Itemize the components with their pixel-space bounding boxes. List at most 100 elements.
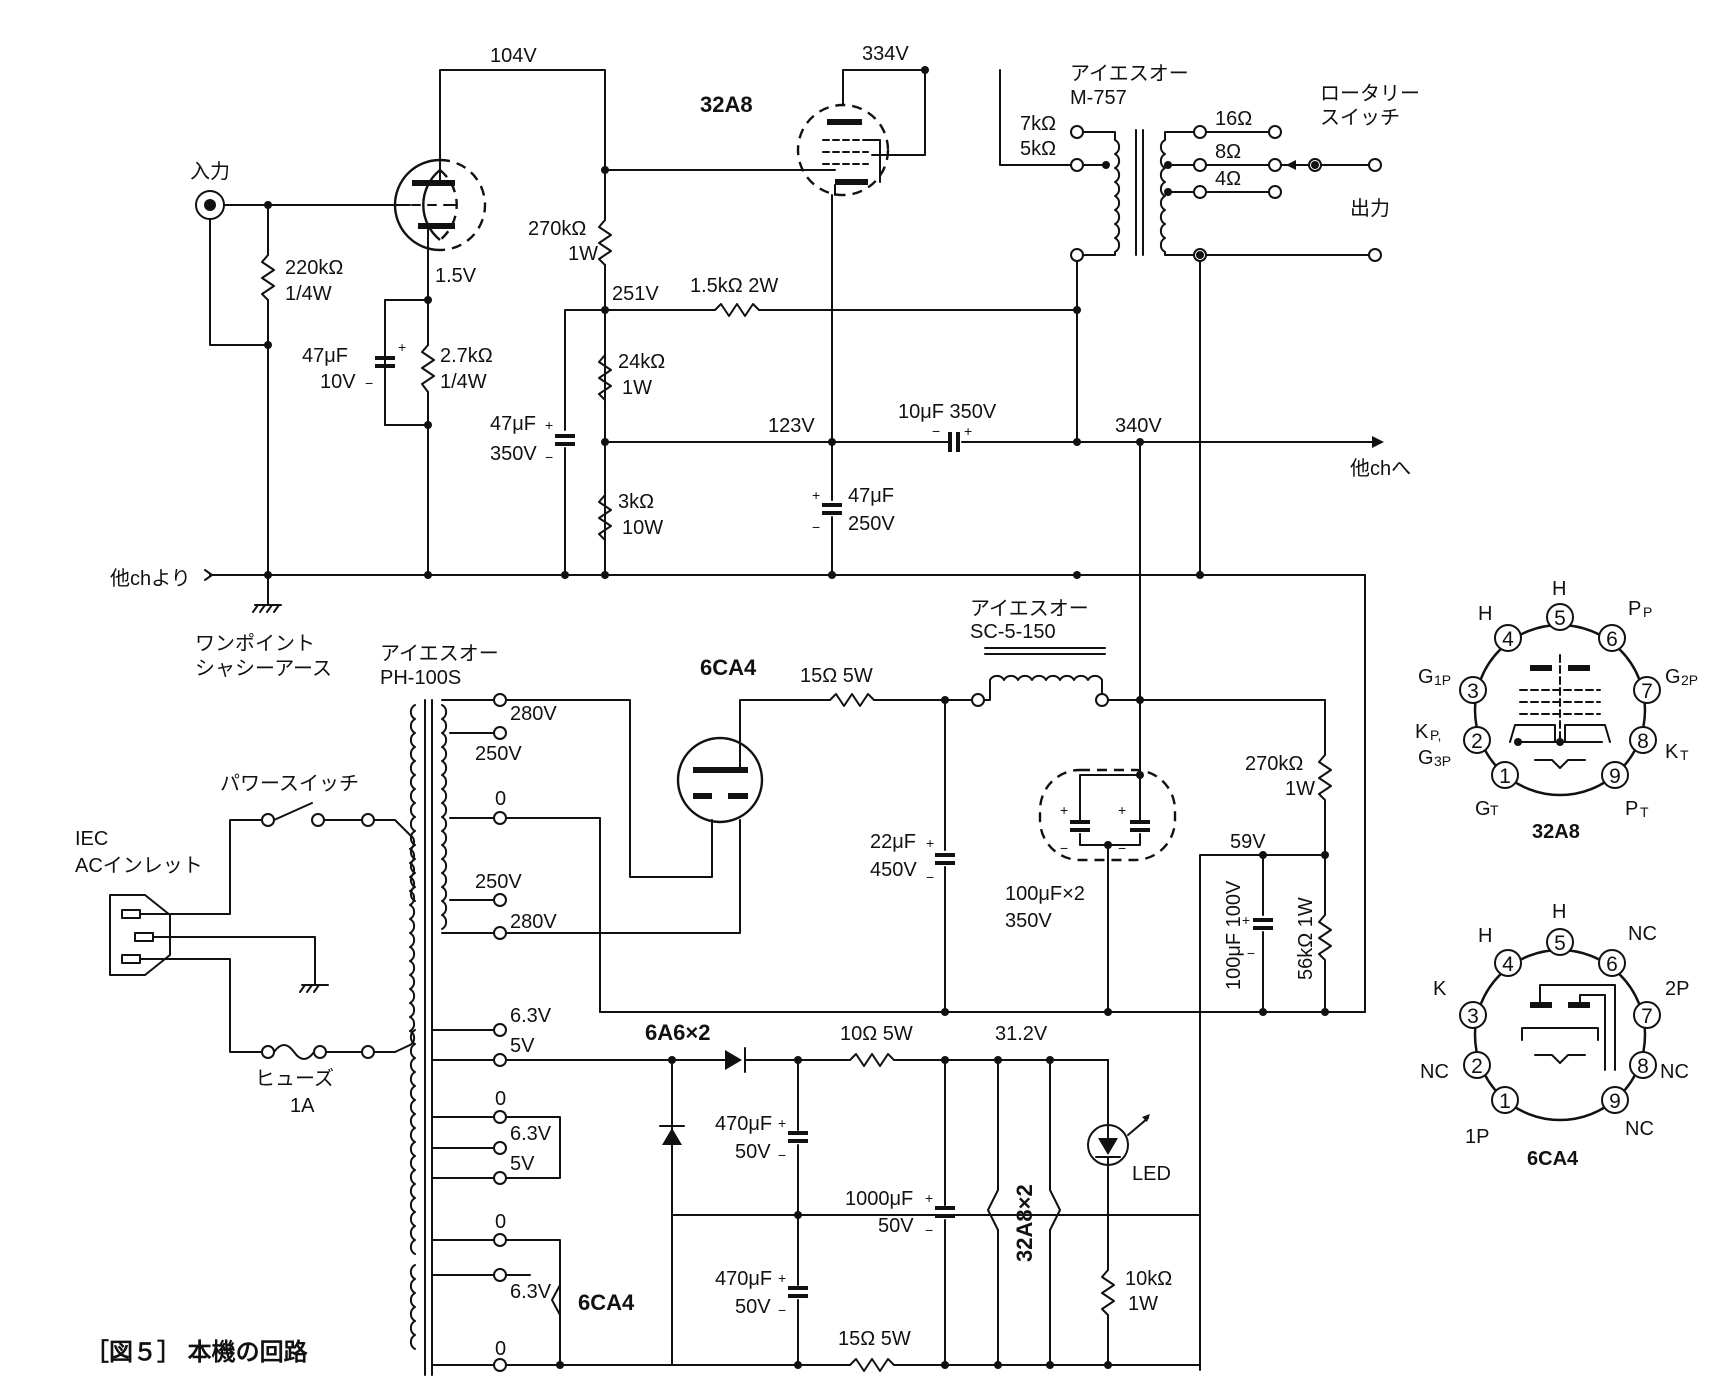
v1_5: 1.5V — [435, 265, 477, 287]
c1000-value: 1000μF — [845, 1188, 913, 1210]
pinout-6ca4: 1 2 3 4 5 6 7 8 9 1P NC K H H NC 2P NC N… — [1420, 901, 1689, 1170]
pinout-32a8: 1 2 3 4 5 6 7 8 9 G T K P, G 3P G 1P H H… — [1415, 578, 1698, 843]
led-label: LED — [1132, 1163, 1171, 1185]
input-stage: 入力 220kΩ 1/4W — [190, 160, 411, 579]
p32-lbl-1: G — [1475, 798, 1491, 820]
input-triode: 104V 1.5V + − 47μF 10V 2.7kΩ 1/4W — [302, 45, 606, 579]
ht-6v3b: 6.3V — [510, 1123, 552, 1145]
p32-lbl-2: K — [1415, 721, 1429, 743]
svg-text:+: + — [545, 417, 553, 433]
c470a-volt: 50V — [735, 1141, 771, 1163]
pt-tap-250a: 250V — [475, 743, 522, 765]
svg-text:+: + — [398, 339, 406, 355]
p6-lbl-6: NC — [1628, 923, 1657, 945]
ot-model: M-757 — [1070, 87, 1127, 109]
ground-label-2: シャシーアース — [195, 658, 332, 680]
svg-text:+: + — [925, 1190, 933, 1206]
p6-pin-2: 2 — [1471, 1055, 1483, 1078]
p32-lbl-6: P — [1628, 598, 1641, 620]
r56k-value: 56kΩ 1W — [1295, 897, 1317, 980]
svg-text:T: T — [1680, 747, 1689, 763]
p32-lbl-4: H — [1478, 603, 1492, 625]
svg-text:−: − — [778, 1302, 786, 1318]
svg-text:+: + — [926, 835, 934, 851]
lv-supply: 6A6×2 10Ω 5W 31.2V + − 470μF 50V + − 470… — [645, 1020, 1201, 1372]
r220k-value: 220kΩ — [285, 257, 343, 279]
output-tube-32a8: 32A8 334V — [700, 43, 929, 443]
svg-text:−: − — [545, 449, 553, 465]
p6-name: 6CA4 — [1527, 1148, 1579, 1170]
pt-maker: アイエスオー — [380, 643, 499, 665]
r270k2-value: 270kΩ — [1245, 753, 1303, 775]
fuse-label: ヒューズ — [255, 1067, 334, 1090]
v123: 123V — [768, 415, 815, 437]
p32-lbl-3: G — [1418, 666, 1434, 688]
p32-lbl-5: H — [1552, 578, 1566, 600]
svg-text:1P: 1P — [1434, 672, 1451, 688]
svg-text:−: − — [1247, 945, 1255, 961]
r24k-value: 24kΩ — [618, 351, 665, 373]
r24k-watt: 1W — [622, 377, 652, 399]
r10k-value: 10kΩ — [1125, 1268, 1172, 1290]
p6-pin-8: 8 — [1637, 1055, 1649, 1078]
r270k1-value: 270kΩ — [528, 218, 586, 240]
v251: 251V — [612, 283, 659, 305]
tube-6ca4-label: 6CA4 — [700, 655, 757, 680]
r2k7-value: 2.7kΩ — [440, 345, 493, 367]
v334: 334V — [862, 43, 909, 65]
r3k-watt: 10W — [622, 517, 663, 539]
v104: 104V — [490, 45, 537, 67]
svg-text:−: − — [778, 1147, 786, 1163]
p32-pin-7: 7 — [1641, 680, 1653, 703]
heater-6ca4-label: 6CA4 — [578, 1290, 635, 1315]
r270k1-watt: 1W — [568, 243, 598, 265]
p6-pin-6: 6 — [1606, 953, 1618, 976]
p32-lbl-8: K — [1665, 741, 1679, 763]
p6-lbl-4: H — [1478, 925, 1492, 947]
driver-network: 270kΩ 1W 251V + − 47μF 350V 24kΩ 1W 3kΩ … — [490, 166, 1411, 579]
ht-0b: 0 — [495, 1211, 506, 1233]
hv-rectifier: アイエスオー PH-100S 6CA4 15Ω 5W アイエスオー SC-5-1… — [380, 441, 1366, 1371]
to-other-label: 他chへ — [1350, 457, 1411, 480]
p32-lbl-7: G — [1665, 666, 1681, 688]
svg-text:T: T — [1490, 802, 1499, 818]
r2k7-watt: 1/4W — [440, 371, 487, 393]
p6-pin-5: 5 — [1554, 932, 1566, 955]
ht-0c: 0 — [495, 1338, 506, 1360]
p6-lbl-2: NC — [1420, 1061, 1449, 1083]
fuse-rating: 1A — [290, 1095, 315, 1117]
svg-text:+: + — [964, 423, 972, 439]
pt-tap-250b: 250V — [475, 871, 522, 893]
svg-text:3P: 3P — [1434, 753, 1451, 769]
c22u-volt: 450V — [870, 859, 917, 881]
v340: 340V — [1115, 415, 1162, 437]
diode-label: 6A6×2 — [645, 1020, 710, 1045]
r3k-value: 3kΩ — [618, 491, 654, 513]
rotary-label-1: ロータリー — [1320, 82, 1420, 105]
c22u-value: 22μF — [870, 831, 916, 853]
v31-2: 31.2V — [995, 1023, 1048, 1045]
ht-6v3c: 6.3V — [510, 1281, 552, 1303]
pt-model: PH-100S — [380, 667, 461, 689]
ht-5va: 5V — [510, 1035, 535, 1057]
ht-0a: 0 — [495, 1088, 506, 1110]
c47-10-value: 47μF — [302, 345, 348, 367]
ground-bus: 他chより ワンポイント シャシーアース — [110, 567, 1366, 1013]
p6-pin-1: 1 — [1499, 1090, 1511, 1113]
svg-text:−: − — [925, 1222, 933, 1238]
svg-text:−: − — [812, 519, 820, 535]
c10u-value: 10μF 350V — [898, 401, 997, 423]
p6-lbl-7: 2P — [1665, 978, 1689, 1000]
pt-tap-0: 0 — [495, 788, 506, 810]
svg-text:+: + — [778, 1115, 786, 1131]
p6-pin-3: 3 — [1467, 1005, 1479, 1028]
rotary-label-2: スイッチ — [1320, 107, 1400, 129]
v59: 59V — [1230, 831, 1266, 853]
c100x2-volt: 350V — [1005, 910, 1052, 932]
p32-pin-5: 5 — [1554, 607, 1566, 630]
output-transformer: アイエスオー M-757 7kΩ 5kΩ 16Ω 8Ω 4Ω — [999, 63, 1420, 579]
ground-label-1: ワンポイント — [195, 632, 315, 655]
svg-text:+: + — [1060, 802, 1068, 818]
p32-pin-2: 2 — [1471, 730, 1483, 753]
